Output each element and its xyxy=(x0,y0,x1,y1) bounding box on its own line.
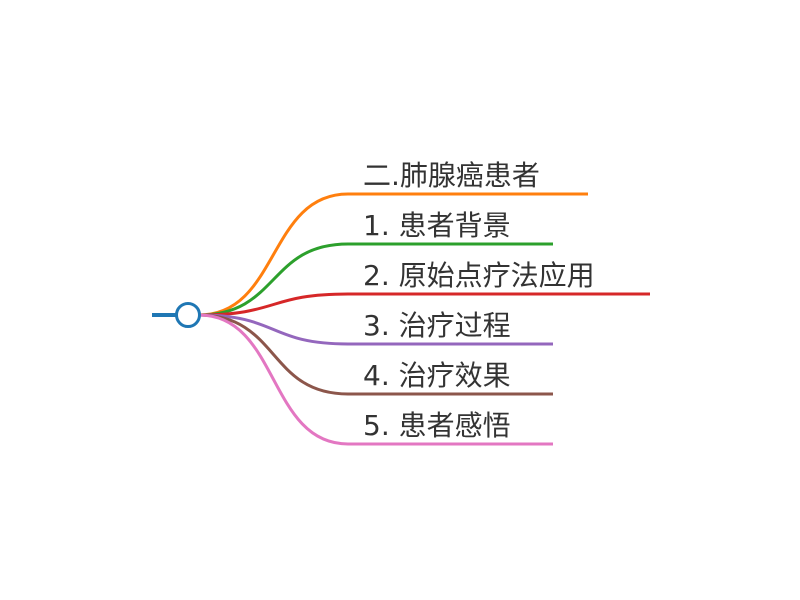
branch-label: 2. 原始点疗法应用 xyxy=(363,259,595,292)
branch-label: 3. 治疗过程 xyxy=(363,309,511,342)
branch-node[interactable]: 二.肺腺癌患者 xyxy=(198,159,588,317)
branch-edge xyxy=(198,313,553,446)
branch-node[interactable]: 4. 治疗效果 xyxy=(198,313,553,396)
branch-edge xyxy=(198,313,553,396)
branch-label: 1. 患者背景 xyxy=(363,209,511,242)
branch-node[interactable]: 1. 患者背景 xyxy=(198,209,553,317)
branch-label: 二.肺腺癌患者 xyxy=(363,159,540,192)
branch-edge xyxy=(198,313,553,346)
branch-edge xyxy=(198,242,553,317)
branch-edge xyxy=(198,292,650,317)
branch-edge xyxy=(198,192,588,317)
branch-node[interactable]: 2. 原始点疗法应用 xyxy=(198,259,650,317)
root-node[interactable] xyxy=(175,302,201,328)
branch-label: 4. 治疗效果 xyxy=(363,359,511,392)
branch-label: 5. 患者感悟 xyxy=(363,409,511,442)
branch-node[interactable]: 3. 治疗过程 xyxy=(198,309,553,346)
branch-node[interactable]: 5. 患者感悟 xyxy=(198,313,553,446)
